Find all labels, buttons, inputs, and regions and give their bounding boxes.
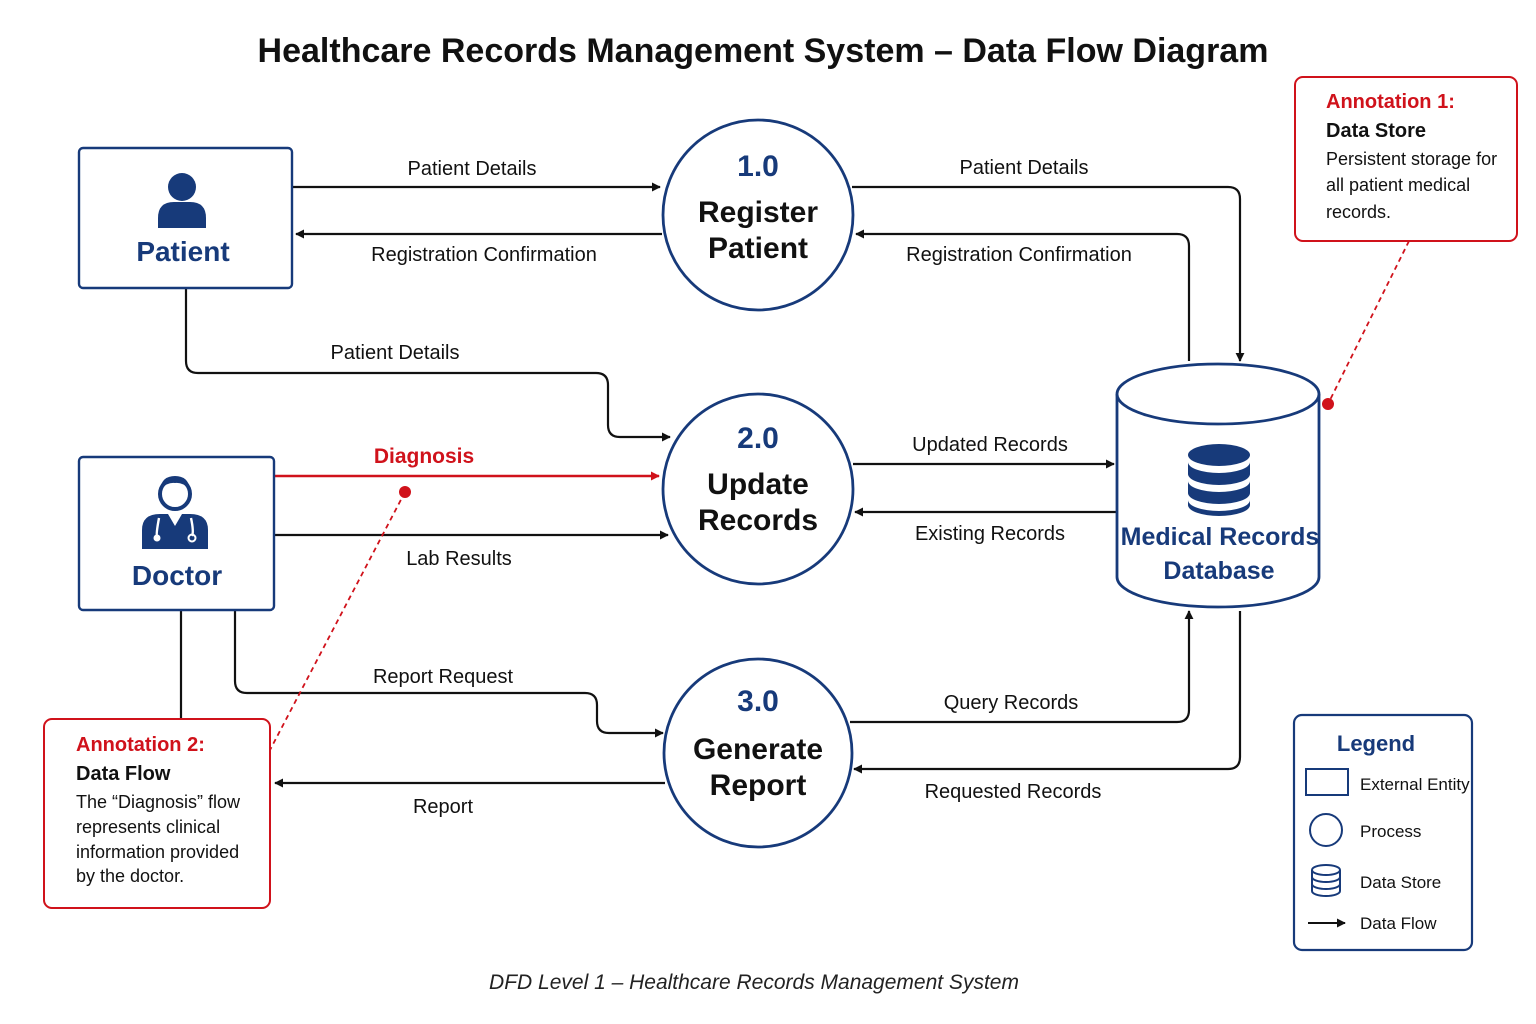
entity-patient-label: Patient — [136, 236, 229, 267]
label-registration-confirmation-db: Registration Confirmation — [906, 244, 1132, 266]
annotation-1: Annotation 1: Data Store Persistent stor… — [1294, 76, 1518, 242]
label-requested-records: Requested Records — [925, 781, 1102, 803]
legend-item-external-entity: External Entity — [1360, 775, 1470, 794]
process-3-name-line2: Report — [710, 769, 807, 802]
legend-item-data-flow: Data Flow — [1360, 914, 1437, 933]
process-1-number: 1.0 — [737, 150, 779, 183]
label-registration-confirmation-p1: Registration Confirmation — [371, 244, 597, 266]
legend-external-entity-icon — [1305, 768, 1349, 796]
label-patient-details-p1: Patient Details — [408, 158, 537, 180]
flow-report-request — [233, 611, 664, 738]
flow-lines — [179, 182, 1245, 788]
entity-doctor[interactable]: Doctor — [77, 455, 276, 612]
annotation-1-line: Persistent storage for — [1326, 149, 1497, 169]
annotation-2-line: The “Diagnosis” flow — [76, 792, 241, 812]
annotation-2-subject: Data Flow — [76, 763, 171, 785]
diagram-caption: DFD Level 1 – Healthcare Records Managem… — [489, 971, 1019, 994]
diagram-title: Healthcare Records Management System – D… — [258, 32, 1269, 70]
label-report-request: Report Request — [373, 666, 514, 688]
legend-process-icon — [1309, 813, 1343, 847]
process-2-name-line2: Records — [698, 504, 818, 537]
process-3-name-line1: Generate — [693, 733, 823, 766]
process-2-name-line1: Update — [707, 468, 809, 501]
datastore-medical-records[interactable]: Medical Records Database — [1115, 362, 1321, 609]
label-report: Report — [413, 796, 473, 818]
label-existing-records: Existing Records — [915, 523, 1065, 545]
label-diagnosis: Diagnosis — [374, 445, 474, 468]
annotation-1-leader — [1327, 240, 1410, 405]
process-register-patient[interactable]: 1.0 Register Patient — [661, 118, 855, 312]
entity-patient[interactable]: Patient — [77, 146, 294, 290]
flow-patient-details-to-update — [184, 289, 671, 442]
label-patient-details-db: Patient Details — [960, 157, 1089, 179]
annotation-2-line: by the doctor. — [76, 866, 184, 886]
annotation-leaders — [269, 240, 1410, 751]
doctor-icon — [142, 476, 208, 549]
annotation-1-heading: Annotation 1: — [1326, 91, 1455, 113]
annotation-2-dot — [399, 486, 411, 498]
annotation-1-line: all patient medical — [1326, 175, 1470, 195]
database-icon — [1188, 444, 1250, 516]
legend-title: Legend — [1337, 731, 1415, 756]
process-2-number: 2.0 — [737, 422, 779, 455]
datastore-label-line2: Database — [1163, 557, 1274, 585]
annotation-1-line: records. — [1326, 202, 1391, 222]
annotation-2-line: represents clinical — [76, 817, 220, 837]
label-patient-details-p2: Patient Details — [331, 342, 460, 364]
label-query-records: Query Records — [944, 692, 1079, 714]
flow-requested-records — [853, 611, 1242, 774]
patient-icon — [158, 173, 206, 228]
entity-doctor-label: Doctor — [132, 560, 222, 591]
annotation-2-heading: Annotation 2: — [76, 734, 205, 756]
label-updated-records: Updated Records — [912, 434, 1068, 456]
process-update-records[interactable]: 2.0 Update Records — [661, 392, 855, 586]
annotation-2-line: information provided — [76, 842, 239, 862]
datastore-label-line1: Medical Records — [1121, 523, 1320, 551]
process-3-number: 3.0 — [737, 685, 779, 718]
legend-item-data-store: Data Store — [1360, 873, 1441, 892]
legend-data-store-icon — [1311, 864, 1341, 897]
flow-query-records — [850, 610, 1194, 724]
legend: Legend External Entity Process Data Stor… — [1292, 713, 1474, 952]
flow-registration-confirmation-from-database — [855, 229, 1191, 361]
label-lab-results: Lab Results — [406, 548, 512, 570]
annotation-2-leader — [269, 491, 406, 751]
annotation-1-subject: Data Store — [1326, 120, 1426, 142]
process-1-name-line1: Register — [698, 196, 818, 229]
flow-patient-details-to-database — [852, 185, 1245, 362]
annotation-2: Annotation 2: Data Flow The “Diagnosis” … — [43, 718, 271, 909]
legend-item-process: Process — [1360, 822, 1421, 841]
process-generate-report[interactable]: 3.0 Generate Report — [662, 657, 854, 849]
annotation-1-dot — [1322, 398, 1334, 410]
process-1-name-line2: Patient — [708, 232, 808, 265]
